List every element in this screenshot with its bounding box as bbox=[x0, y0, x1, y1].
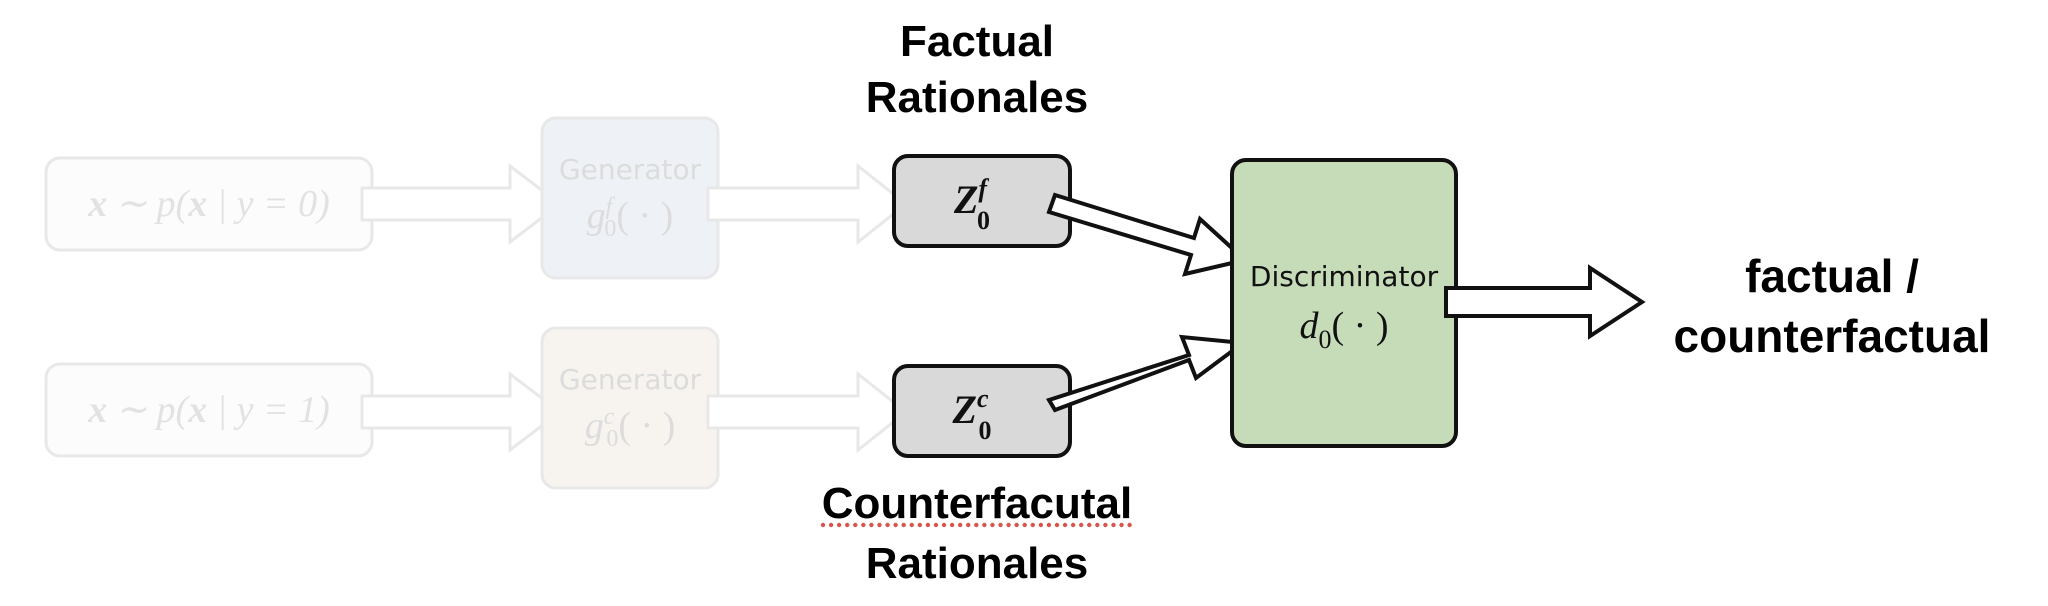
faded-arrow-generator-to-rationale-0 bbox=[706, 162, 909, 246]
counterfactual-title-line1: Counterfacutal bbox=[821, 479, 1133, 528]
faded-arrow-generator-to-rationale-1 bbox=[706, 370, 909, 454]
input-formula-y1: x∼ p(x | y = 1) bbox=[87, 389, 330, 431]
faded-arrow-input-to-generator-0 bbox=[360, 162, 563, 246]
input-formula-y0: x∼ p(x | y = 0) bbox=[87, 183, 330, 225]
output-line1: factual / bbox=[1745, 250, 1919, 302]
counterfactual-title-line2: Rationales bbox=[865, 539, 1089, 588]
faded-arrow-input-to-generator-1 bbox=[360, 370, 563, 454]
generator-title-f: Generator bbox=[559, 153, 702, 186]
discriminator-title: Discriminator bbox=[1250, 260, 1439, 293]
output-label: factual / counterfactual bbox=[1632, 246, 2032, 366]
output-line2: counterfactual bbox=[1673, 310, 1991, 362]
factual-title-line1: Factual bbox=[899, 17, 1055, 66]
rationale-box-counterfactual bbox=[892, 364, 1072, 458]
discriminator-box bbox=[1230, 158, 1458, 448]
factual-rationales-title: Factual Rationales bbox=[812, 14, 1142, 126]
arrow-counterfactual-to-discriminator bbox=[1045, 334, 1249, 413]
arrow-factual-to-discriminator bbox=[1046, 192, 1250, 277]
discriminator-fn: d0( · ) bbox=[1300, 305, 1389, 354]
discriminator: Discriminator d0( · ) bbox=[1230, 158, 1458, 448]
arrow-discriminator-to-output bbox=[1444, 264, 1646, 340]
counterfactual-rationales-title: Counterfacutal Rationales bbox=[772, 474, 1182, 594]
generator-title-c: Generator bbox=[559, 363, 702, 396]
factual-title-line2: Rationales bbox=[865, 73, 1089, 122]
